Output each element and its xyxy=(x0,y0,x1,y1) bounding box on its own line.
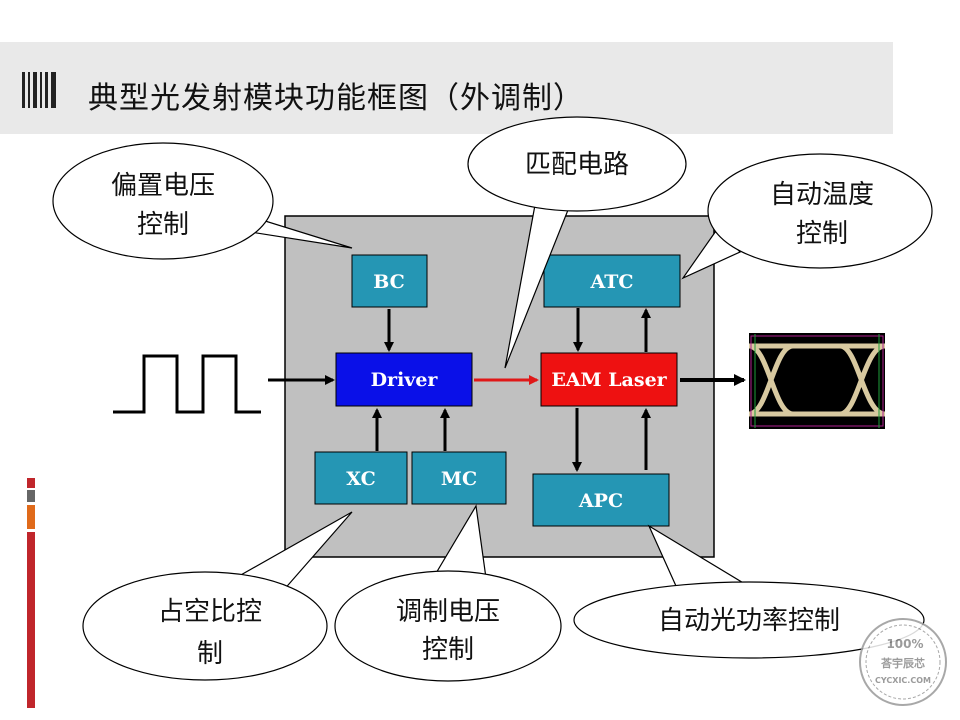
xc-block: XC xyxy=(314,451,408,505)
bias-voltage-callout: 偏置电压 控制 xyxy=(52,142,353,260)
watermark-seal: 100% 荅宇辰芯 CYCXIC.COM xyxy=(859,618,947,706)
mc-block: MC xyxy=(411,451,507,505)
bc-block: BC xyxy=(351,254,428,308)
mod-voltage-callout: 调制电压 控制 xyxy=(334,504,562,682)
duty-cycle-callout: 占空比控 制 xyxy=(82,511,353,681)
duty-cycle-line1: 占空比控 xyxy=(158,597,262,627)
side-strip-red-top xyxy=(27,478,35,488)
title-bar xyxy=(0,42,893,134)
barcode-icon xyxy=(22,72,56,108)
auto-power-label: 自动光功率控制 xyxy=(658,606,840,636)
atc-label: ATC xyxy=(590,271,634,293)
mod-voltage-line1: 调制电压 xyxy=(396,597,500,627)
page-title: 典型光发射模块功能框图（外调制） xyxy=(88,81,584,116)
apc-block: APC xyxy=(532,473,670,527)
side-strip-orange xyxy=(27,505,35,529)
eam-laser-label: EAM Laser xyxy=(551,369,667,391)
watermark-url: CYCXIC.COM xyxy=(875,676,931,685)
eye-diagram xyxy=(749,333,885,429)
matching-circuit-callout: 匹配电路 xyxy=(467,116,687,369)
side-strip-red xyxy=(27,532,35,708)
bias-voltage-line1: 偏置电压 xyxy=(111,171,215,201)
watermark-name: 荅宇辰芯 xyxy=(881,656,925,670)
mc-label: MC xyxy=(441,468,477,490)
duty-cycle-line2: 制 xyxy=(197,639,223,669)
input-pulse-waveform xyxy=(113,354,261,414)
watermark-percent: 100% xyxy=(886,637,923,651)
auto-temp-line1: 自动温度 xyxy=(770,180,874,210)
eam-laser-block: EAM Laser xyxy=(540,352,678,407)
atc-block: ATC xyxy=(543,254,681,308)
driver-label: Driver xyxy=(371,369,439,391)
side-strip-gray xyxy=(27,490,35,502)
auto-power-callout: 自动光功率控制 xyxy=(573,524,925,659)
matching-circuit-label: 匹配电路 xyxy=(525,150,629,180)
auto-temp-callout: 自动温度 控制 xyxy=(681,153,933,280)
apc-label: APC xyxy=(578,490,623,512)
bc-label: BC xyxy=(373,271,405,293)
auto-temp-line2: 控制 xyxy=(796,219,848,249)
bias-voltage-line2: 控制 xyxy=(137,210,189,240)
mod-voltage-line2: 控制 xyxy=(422,635,474,665)
driver-block: Driver xyxy=(335,352,473,407)
xc-label: XC xyxy=(346,468,376,490)
